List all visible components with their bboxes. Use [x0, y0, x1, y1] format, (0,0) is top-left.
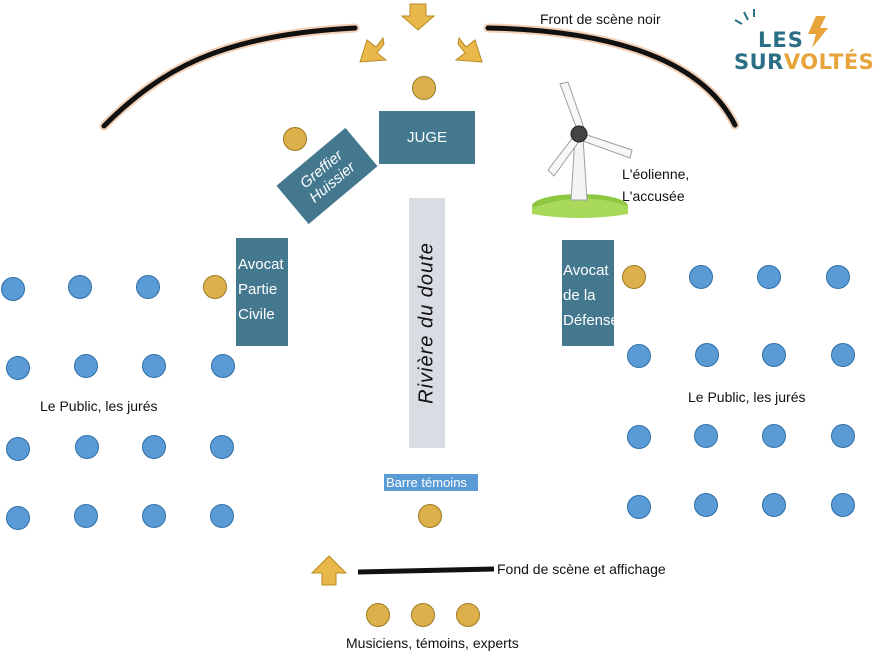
public-seat: [142, 504, 166, 528]
back-stage-line: [357, 566, 495, 575]
public-seat: [694, 493, 718, 517]
public-seat: [762, 493, 786, 517]
logo-line2: SURVOLTÉS: [734, 50, 874, 74]
public-seat: [831, 343, 855, 367]
public-seat: [74, 504, 98, 528]
public-seat: [695, 343, 719, 367]
judge-label: JUGE: [406, 129, 447, 146]
arrow-down-left-icon: [359, 36, 388, 63]
defense-lawyer-label: Avocat de la Défense: [563, 262, 619, 329]
public-seat: [757, 265, 781, 289]
arrow-up-icon: [310, 555, 348, 586]
logo-line2-part1: SUR: [734, 50, 784, 74]
defense-lawyer-position: [622, 265, 646, 289]
front-stage-label: Front de scène noir: [540, 11, 661, 27]
public-seat: [74, 354, 98, 378]
river-of-doubt: Rivière du doute: [409, 198, 445, 448]
judge-position: [412, 76, 436, 100]
public-seat: [694, 424, 718, 448]
public-seat: [689, 265, 713, 289]
civil-lawyer-label: Avocat Partie Civile: [238, 256, 284, 323]
public-seat: [826, 265, 850, 289]
lightning-icon: [734, 9, 828, 48]
public-seat: [136, 275, 160, 299]
public-seat: [627, 344, 651, 368]
logo-line2-part2: VOLTÉS: [783, 50, 875, 74]
public-seat: [210, 435, 234, 459]
public-seat: [831, 424, 855, 448]
front-stage-wall-left: [99, 23, 360, 131]
public-seat: [627, 495, 651, 519]
public-seat: [627, 425, 651, 449]
civil-lawyer-box: Avocat Partie Civile: [236, 238, 288, 346]
civil-lawyer-position: [203, 275, 227, 299]
wind-turbine-icon: [532, 81, 633, 218]
logo: LES SURVOLTÉS: [734, 8, 878, 78]
public-seat: [68, 275, 92, 299]
musician-position: [456, 603, 480, 627]
musician-position: [411, 603, 435, 627]
accused-label: L'éolienne, L'accusée: [622, 166, 690, 204]
clerk-position: [283, 127, 307, 151]
river-label: Rivière du doute: [415, 242, 438, 404]
public-seat: [75, 435, 99, 459]
arrow-down-icon: [400, 3, 436, 31]
arrow-down-right-icon: [454, 36, 483, 63]
logo-line1: LES: [758, 28, 804, 52]
public-seat: [762, 343, 786, 367]
public-label-right: Le Public, les jurés: [688, 389, 806, 405]
public-seat: [6, 506, 30, 530]
witness-bar: Barre témoins: [384, 474, 478, 491]
public-seat: [831, 493, 855, 517]
public-seat: [142, 435, 166, 459]
musician-position: [366, 603, 390, 627]
back-stage-label: Fond de scène et affichage: [497, 561, 666, 577]
public-seat: [6, 437, 30, 461]
public-label-left: Le Public, les jurés: [40, 398, 158, 414]
musicians-label: Musiciens, témoins, experts: [346, 635, 519, 651]
public-seat: [211, 354, 235, 378]
public-seat: [210, 504, 234, 528]
defense-lawyer-box: Avocat de la Défense: [562, 240, 619, 346]
witness-bar-label: Barre témoins: [386, 475, 467, 490]
public-seat: [762, 424, 786, 448]
public-seat: [142, 354, 166, 378]
judge-box: JUGE: [379, 111, 475, 164]
public-seat: [1, 277, 25, 301]
witness-position: [418, 504, 442, 528]
public-seat: [6, 356, 30, 380]
